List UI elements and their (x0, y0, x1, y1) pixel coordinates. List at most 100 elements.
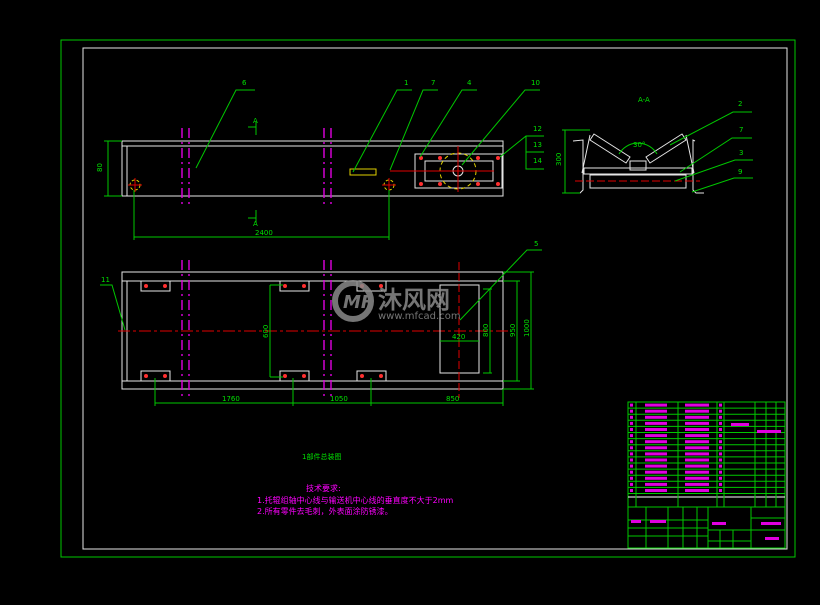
section-mark-bottom: A (253, 220, 258, 228)
title-block-text-mark (757, 430, 781, 433)
parts-list-text-mark (719, 415, 722, 419)
parts-list-text-mark (630, 409, 633, 413)
top-view: 80 2400 A A 6 1 7 4 10 12 13 14 (96, 79, 544, 240)
parts-list-text-mark (685, 482, 709, 486)
parts-list-text-mark (630, 428, 633, 431)
parts-list-text-mark (630, 464, 633, 468)
label-part-10: 10 (531, 79, 540, 87)
parts-list-text-mark (719, 470, 722, 474)
label-part-9: 9 (738, 168, 742, 176)
title-block-text-mark (712, 522, 726, 525)
label-part-6: 6 (242, 79, 247, 87)
label-part-14: 14 (533, 157, 542, 165)
parts-list-text-mark (685, 446, 709, 450)
parts-list-text-mark (645, 421, 667, 425)
parts-list-text-mark (719, 409, 722, 413)
drawing-frame (82, 47, 788, 550)
watermark-brand: 沐风网 (378, 286, 450, 314)
parts-list-text-mark (685, 428, 709, 431)
note-2: 2.所有零件去毛刺，外表面涂防锈漆。 (257, 506, 393, 516)
parts-list-text-mark (685, 440, 709, 444)
parts-list-text-mark (630, 421, 633, 425)
parts-list-text-mark (719, 440, 722, 444)
parts-list-text-mark (645, 470, 667, 474)
parts-list-text-mark (719, 482, 722, 486)
parts-list-text-mark (630, 458, 633, 462)
label-part-13: 13 (533, 141, 542, 149)
dim-plan-h2: 950 (509, 324, 517, 337)
parts-list-text-mark (685, 458, 709, 462)
parts-list-text-mark (719, 489, 722, 492)
section-a-a: A-A 30° 300 2 7 3 9 (555, 96, 753, 194)
parts-list-text-mark (630, 415, 633, 419)
parts-list-text-mark (645, 440, 667, 444)
parts-list-text-mark (645, 434, 667, 438)
parts-list-text-mark (630, 452, 633, 456)
watermark: MF 沐风网 www.mfcad.com (332, 280, 461, 322)
parts-list-text-mark (645, 482, 667, 486)
parts-list-text-mark (630, 476, 633, 480)
parts-list-text-mark (685, 403, 709, 407)
parts-list-text-mark (630, 470, 633, 474)
parts-list-text-mark (630, 489, 633, 492)
parts-list-text-mark (645, 403, 667, 407)
notes-title: 技术要求: (306, 483, 341, 493)
label-part-7: 7 (431, 79, 435, 87)
parts-list-text-mark (719, 403, 722, 407)
parts-list-text-mark (630, 482, 633, 486)
title-block (627, 401, 786, 549)
dim-plan-2: 1050 (330, 395, 348, 403)
parts-list-text-mark (630, 403, 633, 407)
plan-view: 1760 1050 850 600 420 800 950 1000 11 5 (100, 240, 542, 406)
note-1: 1.托辊组轴中心线与输送机中心线的垂直度不大于2mm (257, 495, 454, 505)
parts-list-text-mark (645, 415, 667, 419)
label-part-12: 12 (533, 125, 542, 133)
outer-border (60, 39, 796, 558)
parts-list-text-mark (630, 440, 633, 444)
parts-list-text-mark (719, 458, 722, 462)
dim-plan-3: 850 (446, 395, 459, 403)
title-block-text-mark (650, 520, 666, 523)
dim-top-height: 80 (96, 163, 104, 172)
parts-list-text-mark (685, 421, 709, 425)
dim-section-angle: 30° (633, 141, 645, 149)
title-block-text-mark (631, 520, 641, 523)
parts-list-text-mark (719, 428, 722, 431)
parts-list-text-mark (685, 452, 709, 456)
parts-list-text-mark (685, 464, 709, 468)
label-part-1: 1 (404, 79, 408, 87)
parts-list-text-mark (645, 428, 667, 431)
title-block-text-mark (731, 423, 749, 426)
parts-list-text-mark (645, 489, 667, 492)
parts-list-text-mark (719, 421, 722, 425)
label-part-7b: 7 (739, 126, 743, 134)
dim-top-length: 2400 (255, 229, 273, 237)
dim-plan-inner: 600 (262, 325, 270, 338)
parts-list-text-mark (719, 476, 722, 480)
parts-list-text-mark (719, 464, 722, 468)
dim-box-width: 420 (452, 333, 465, 341)
label-part-2: 2 (738, 100, 742, 108)
svg-text:MF: MF (343, 292, 374, 313)
section-title: A-A (638, 96, 650, 104)
drawing-caption: 1部件总装图 (302, 452, 341, 461)
title-block-text-mark (761, 522, 781, 525)
parts-list-text-mark (719, 452, 722, 456)
label-part-5: 5 (534, 240, 538, 248)
watermark-url: www.mfcad.com (378, 311, 461, 322)
parts-list-text-mark (685, 476, 709, 480)
parts-list-text-mark (630, 446, 633, 450)
parts-list-text-mark (630, 434, 633, 438)
parts-list-text-mark (645, 446, 667, 450)
dim-plan-h3: 1000 (523, 319, 531, 337)
parts-list-text-mark (645, 464, 667, 468)
parts-list-text-mark (685, 434, 709, 438)
pulley-centers (128, 178, 396, 192)
parts-list-text-mark (645, 452, 667, 456)
dim-section-height: 300 (555, 153, 563, 166)
parts-list-text-mark (645, 409, 667, 413)
tension-unit (349, 146, 503, 192)
label-part-4: 4 (467, 79, 472, 87)
parts-list-text-mark (685, 470, 709, 474)
